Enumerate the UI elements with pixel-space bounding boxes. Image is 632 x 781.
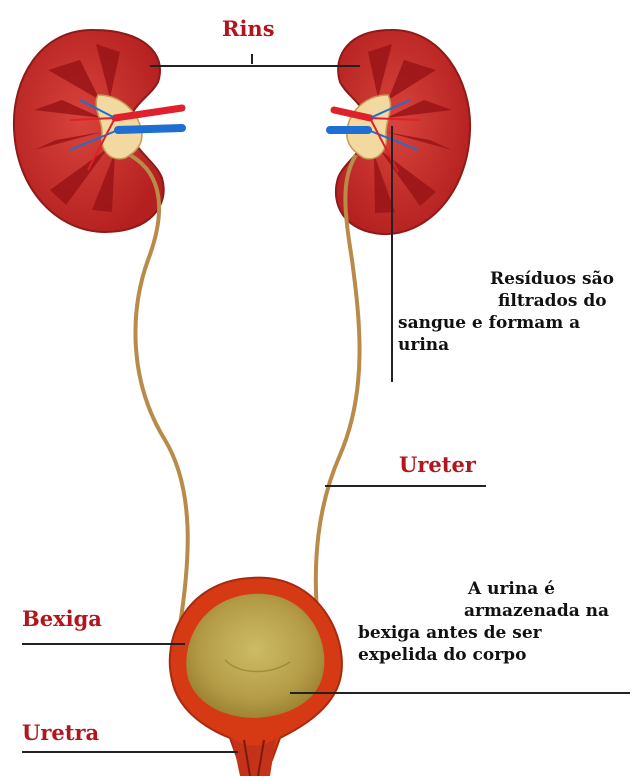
note-armazenada-line-3: bexiga antes de ser <box>358 622 618 644</box>
label-rins: Rins <box>222 16 275 41</box>
note-armazenada-line-4: expelida do corpo <box>358 644 618 666</box>
note-armazenada-line-2: armazenada na <box>358 600 618 622</box>
note-armazenada: A urina é armazenada na bexiga antes de … <box>358 578 618 666</box>
note-residuos-line-3: sangue e formam a <box>398 312 608 334</box>
label-uretra: Uretra <box>22 720 99 745</box>
label-bexiga: Bexiga <box>22 606 102 631</box>
note-residuos-line-2: filtrados do <box>398 290 608 312</box>
rins-leader <box>150 54 360 66</box>
note-residuos-line-1: Resíduos são <box>398 268 608 290</box>
right-kidney <box>330 30 470 234</box>
left-kidney <box>14 30 182 232</box>
bladder <box>170 578 342 776</box>
note-armazenada-line-1: A urina é <box>358 578 618 600</box>
note-residuos: Resíduos são filtrados do sangue e forma… <box>398 268 608 356</box>
label-ureter: Ureter <box>399 452 476 477</box>
note-residuos-line-4: urina <box>398 334 608 356</box>
